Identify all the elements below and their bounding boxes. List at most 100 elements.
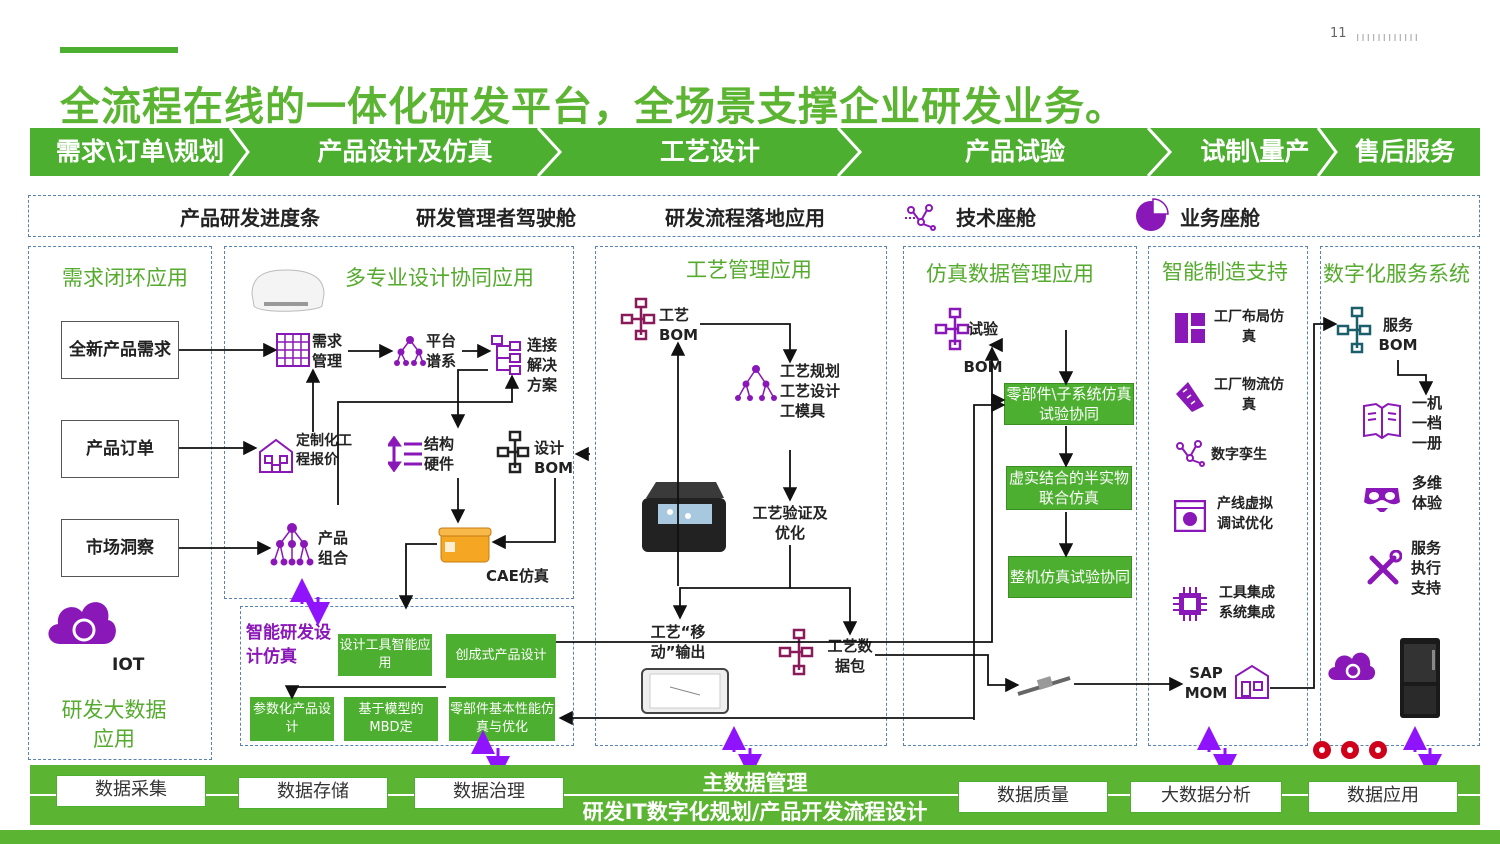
test-bom-icon: [934, 307, 970, 351]
demand-section: [28, 246, 212, 760]
manual-book-icon: [1363, 402, 1401, 440]
new-demand-box: 全新产品需求: [61, 321, 179, 379]
tool-integration-label: 工具集成系统集成: [1219, 585, 1275, 621]
data-storage-box: 数据存储: [238, 777, 388, 809]
iot-label: IOT: [112, 655, 145, 675]
sim-box-hil: 虚实结合的半实物联合仿真: [1006, 466, 1132, 510]
tech-cockpit-label: 技术座舱: [956, 206, 1036, 230]
structure-sort-icon: [388, 436, 422, 472]
portfolio-label: 产品组合: [318, 529, 349, 567]
it-planning-label: 研发IT数字化规划/产品开发流程设计: [582, 800, 928, 824]
manager-cockpit-label: 研发管理者驾驶舱: [416, 206, 576, 230]
design-bom-icon: [496, 430, 530, 474]
phase-chevron-band: [30, 128, 1480, 176]
vr-headset-icon: [1364, 488, 1400, 512]
order-box: 产品订单: [61, 420, 179, 478]
process-application-label: 研发流程落地应用: [665, 206, 825, 230]
master-data-label: 主数据管理: [702, 771, 808, 795]
test-equipment-icon: [1017, 676, 1071, 696]
data-application-box: 数据应用: [1308, 781, 1458, 813]
manufacturing-title: 智能制造支持: [1162, 260, 1288, 284]
factory-quote-icon: [259, 438, 293, 473]
data-governance-box: 数据治理: [414, 777, 564, 809]
fridge-icon: [1400, 638, 1440, 718]
service-title: 数字化服务系统: [1323, 262, 1470, 286]
factory-layout-icon: [1175, 313, 1205, 343]
decorative-ticks: ıııııııııııı: [1356, 30, 1421, 44]
service-exec-label: 服务执行支持: [1410, 539, 1441, 597]
line-debug-label: 产线虚拟调试优化: [1217, 496, 1273, 532]
progress-bar-label: 产品研发进度条: [180, 206, 320, 230]
bottom-divider: [30, 794, 1480, 796]
footer-band: [0, 830, 1500, 844]
design-bom-label: 设计BOM: [534, 439, 574, 477]
line-debug-icon: [1174, 500, 1206, 532]
pie-chart-icon: [1136, 198, 1169, 231]
page-number: 11: [1330, 26, 1347, 41]
cae-cooler-icon: [438, 527, 492, 563]
chip-integration-icon: [1173, 587, 1207, 621]
phase-design: 产品设计及仿真: [317, 137, 493, 166]
demand-title: 需求闭环应用: [62, 266, 188, 290]
process-bom-icon: [620, 297, 656, 341]
smart-box-parametric: 参数化产品设计: [250, 697, 334, 741]
logistics-ruler-icon: [1176, 382, 1204, 412]
process-plan-label: 工艺规划工艺设计工模具: [780, 362, 841, 420]
req-mgmt-label: 需求管理: [312, 332, 343, 370]
connect-label: 连接解决方案: [527, 336, 558, 394]
cae-label: CAE仿真: [486, 567, 549, 585]
process-bom-label: 工艺BOM: [659, 306, 699, 344]
structure-label: 结构硬件: [424, 435, 455, 473]
cloud-iot-icon: [48, 602, 116, 644]
data-quality-box: 数据质量: [958, 781, 1108, 813]
tech-cockpit-icon: [905, 204, 936, 231]
warehouse-icon: [1235, 664, 1269, 699]
sap-mom-label: SAP MOM: [1184, 664, 1228, 702]
service-bom-label: 服务BOM: [1378, 316, 1418, 354]
phase-production: 试制\量产: [1200, 137, 1310, 166]
service-bom-icon: [1336, 306, 1372, 354]
one-machine-label: 一机一档一册: [1411, 394, 1442, 452]
platform-tree-icon: [394, 336, 426, 366]
factory-logistics-label: 工厂物流仿真: [1214, 377, 1284, 413]
decorative-dots-icon: [1313, 741, 1387, 759]
process-title: 工艺管理应用: [686, 258, 812, 282]
digital-twin-icon: [1176, 440, 1205, 467]
smart-box-tools: 设计工具智能应用: [338, 634, 432, 676]
smart-box-perf: 零部件基本性能仿真与优化: [449, 697, 555, 741]
sim-box-component: 零部件\子系统仿真试验协同: [1004, 383, 1134, 425]
phase-test: 产品试验: [964, 137, 1065, 166]
phase-process: 工艺设计: [659, 137, 760, 166]
platform-label: 平台谱系: [426, 332, 457, 370]
process-package-icon: [778, 628, 814, 676]
bigdata-analysis-box: 大数据分析: [1130, 781, 1282, 813]
phase-service: 售后服务: [1354, 137, 1455, 166]
fridge-cooler-icon: [642, 482, 726, 552]
service-cloud-icon: [1328, 652, 1376, 680]
smart-design-title: 智能研发设计仿真: [246, 623, 331, 667]
process-plan-tree-icon: [735, 365, 777, 401]
page-title: 全流程在线的一体化研发平台，全场景支撑企业研发业务。: [60, 84, 1126, 130]
sim-section: [903, 246, 1137, 746]
manufacturing-section: [1148, 246, 1308, 746]
smart-box-mbd: 基于模型的MBD定: [344, 697, 438, 741]
multi-experience-label: 多维体验: [1411, 474, 1442, 512]
business-cockpit-label: 业务座舱: [1180, 206, 1260, 230]
process-mobile-label: 工艺“移动”输出: [650, 623, 706, 661]
portfolio-tree-icon: [270, 523, 314, 566]
title-accent-bar: [60, 47, 178, 53]
service-section: [1320, 246, 1480, 746]
connect-hierarchy-icon: [491, 335, 521, 375]
bigdata-label: 研发大数据应用: [61, 698, 167, 751]
tools-wrench-icon: [1367, 550, 1402, 585]
tablet-icon: [641, 668, 729, 714]
factory-layout-label: 工厂布局仿真: [1214, 309, 1284, 345]
smart-box-generative: 创成式产品设计: [446, 634, 556, 678]
process-verify-label: 工艺验证及优化: [752, 504, 828, 542]
data-collect-box: 数据采集: [56, 775, 206, 807]
phase-demand: 需求\订单\规划: [55, 137, 225, 166]
product-image-icon: [251, 269, 325, 312]
market-box: 市场洞察: [61, 519, 179, 577]
sim-title: 仿真数据管理应用: [926, 262, 1094, 286]
